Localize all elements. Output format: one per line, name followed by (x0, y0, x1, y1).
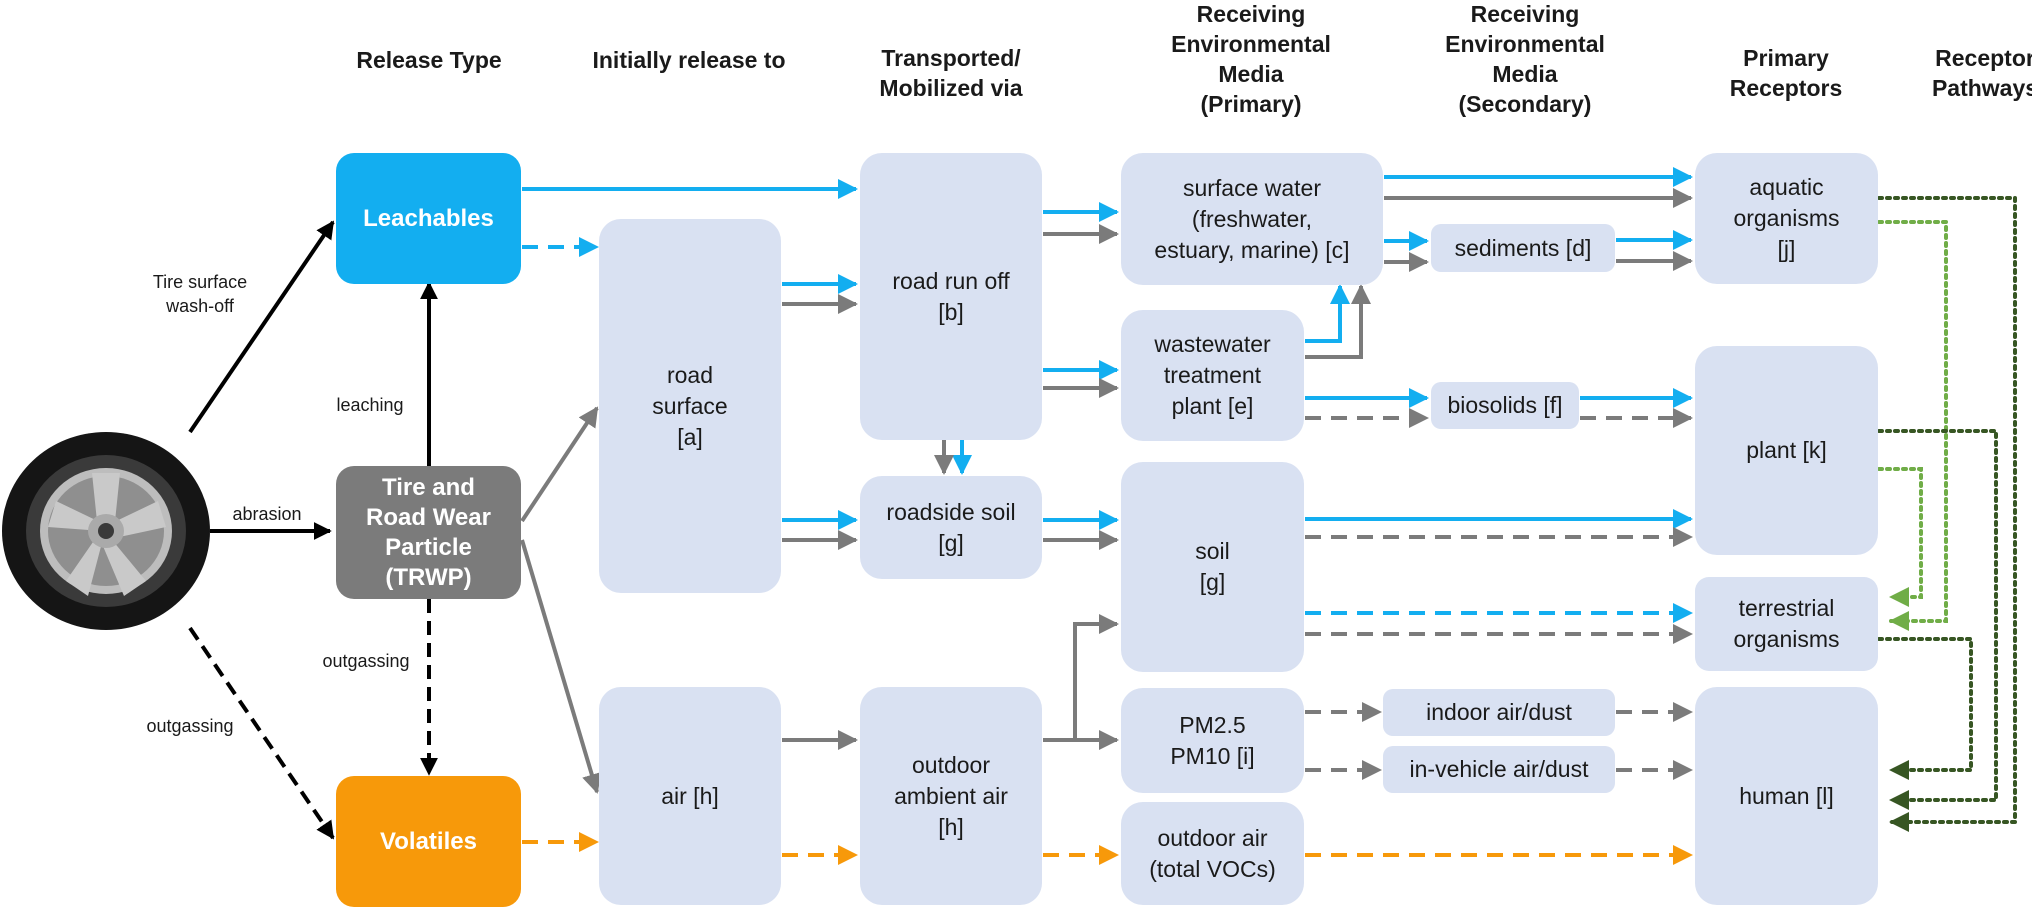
arrow-ww-to-sw-g (1305, 284, 1371, 359)
node-soil: soil [g] (1121, 462, 1304, 672)
arrow-ambient-to-soil (1073, 614, 1119, 740)
node-air: air [h] (599, 687, 781, 905)
node-human: human [l] (1695, 687, 1878, 905)
header-receptor-pathways: Receptor Pathways (1931, 45, 2032, 101)
arrow-ww-to-sw-b (1305, 284, 1350, 343)
node-sediments: sediments [d] (1431, 224, 1615, 272)
label-outgassing-trwp: outgassing (322, 651, 410, 671)
label-leaching: leaching (336, 395, 404, 415)
header-release-type: Release Type (356, 47, 502, 73)
label-abrasion: abrasion (232, 504, 302, 524)
arrow-trwp-to-road (520, 406, 599, 523)
node-aquatic-organisms: aquatic organisms [j] (1695, 153, 1878, 284)
node-in-vehicle-air-dust: in-vehicle air/dust (1383, 746, 1615, 793)
header-primary-media: Receiving Environmental Media (Primary) (1171, 1, 1331, 117)
arrow-tire-to-volatiles (188, 626, 335, 840)
header-secondary-media: Receiving Environmental Media (Secondary… (1445, 1, 1605, 117)
pathway-terrestrial-to-human-dark (1877, 637, 1973, 780)
arrow-trwp-to-air (520, 539, 602, 794)
node-road-surface: road surface [a] (599, 219, 781, 593)
tire-icon (0, 431, 212, 631)
node-road-runoff: road run off [b] (860, 153, 1042, 440)
node-wastewater-treatment-plant: wastewater treatment plant [e] (1121, 310, 1304, 441)
pathway-aquatic-to-human-dark (1877, 196, 2017, 832)
pathway-plant-to-terrestrial-light (1877, 467, 1923, 607)
node-leachables: Leachables (336, 153, 521, 284)
header-initially-release-to: Initially release to (592, 47, 786, 73)
node-pm: PM2.5 PM10 [i] (1121, 688, 1304, 793)
label-tire-surface-wash-off: Tire surface wash-off (152, 272, 248, 316)
node-outdoor-air-vocs: outdoor air (total VOCs) (1121, 802, 1304, 905)
node-outdoor-ambient-air: outdoor ambient air [h] (860, 687, 1042, 905)
node-terrestrial-organisms: terrestrial organisms (1695, 577, 1878, 671)
node-indoor-air-dust: indoor air/dust (1383, 689, 1615, 736)
label-outgassing-tire: outgassing (146, 716, 234, 736)
header-transported: Transported/ Mobilized via (879, 45, 1023, 101)
node-plant: plant [k] (1695, 346, 1878, 555)
header-primary-receptors: Primary Receptors (1729, 45, 1843, 101)
arrow-tire-to-leachables (188, 220, 335, 434)
node-roadside-soil: roadside soil [g] (860, 476, 1042, 579)
node-volatiles: Volatiles (336, 776, 521, 907)
node-biosolids: biosolids [f] (1431, 382, 1579, 429)
node-trwp: Tire and Road Wear Particle (TRWP) (336, 466, 521, 599)
pathway-aquatic-to-terrestrial-light (1877, 220, 1948, 631)
pathway-plant-to-human-dark (1877, 429, 1998, 810)
node-surface-water: surface water (freshwater, estuary, mari… (1121, 153, 1383, 285)
